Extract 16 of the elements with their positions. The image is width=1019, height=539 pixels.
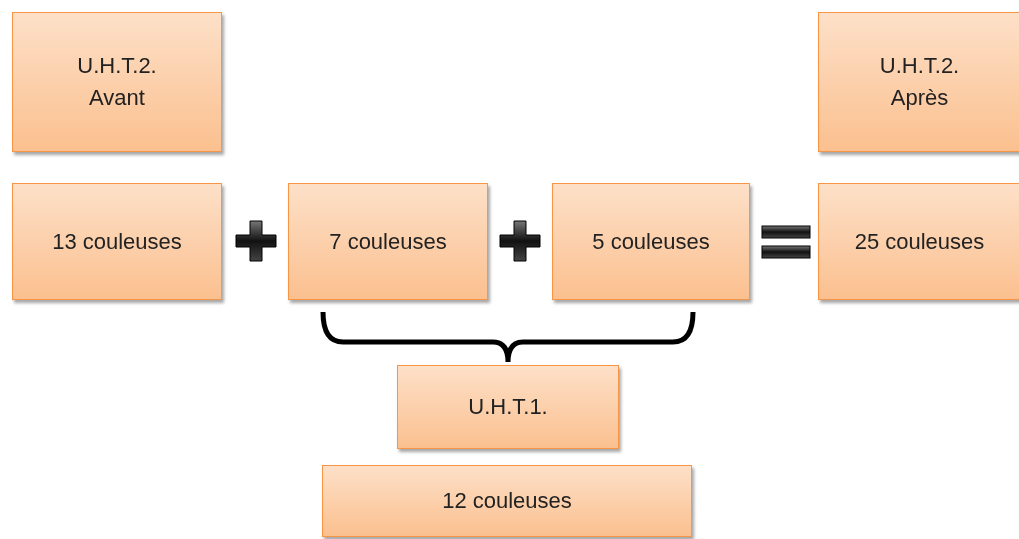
box-label: 25 couleuses <box>854 227 985 256</box>
box-label: 13 couleuses <box>52 227 182 256</box>
process-box <box>397 365 619 449</box>
process-box <box>818 183 1019 300</box>
process-box <box>552 183 750 300</box>
box-label: U.H.T.1. <box>468 393 548 422</box>
process-box <box>322 465 692 537</box>
box-label: 5 couleuses <box>592 227 710 256</box>
process-box <box>288 183 488 300</box>
process-box <box>12 183 222 300</box>
box-label: U.H.T.2. Après <box>878 52 961 112</box>
process-box <box>818 12 1019 152</box>
box-label: 12 couleuses <box>442 487 572 516</box>
box-label: 7 couleuses <box>329 227 447 256</box>
box-label: U.H.T.2. Avant <box>76 52 158 112</box>
process-box <box>12 12 222 152</box>
